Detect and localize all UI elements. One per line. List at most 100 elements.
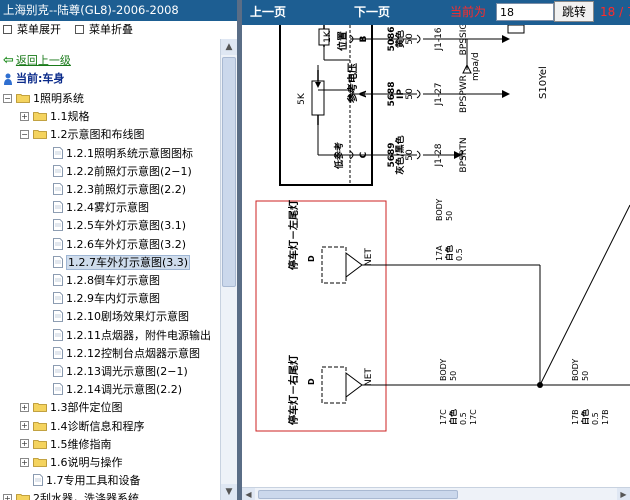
tree-item[interactable]: 1.2.4雾灯示意图 [53, 200, 149, 216]
document-icon [53, 219, 63, 232]
w17c-label-1: 17C [439, 409, 448, 425]
tree-item[interactable]: 1.2.7车外灯示意图(3.3) [53, 254, 191, 271]
expand-toggle-icon[interactable]: + [20, 457, 29, 467]
tree-item-label: 1.1规格 [50, 110, 90, 124]
tree-item[interactable]: 1.7专用工具和设备 [20, 473, 141, 489]
scroll-up-icon[interactable]: ▲ [221, 39, 237, 55]
connector-id: J1-16 [434, 27, 444, 51]
page-number-input[interactable] [496, 3, 554, 21]
tree-item[interactable]: 1.2.10剧场效果灯示意图 [53, 309, 189, 325]
scroll-left-icon[interactable]: ◀ [242, 488, 255, 500]
prev-page-link[interactable]: 上一页 [250, 5, 287, 19]
expand-toggle-icon[interactable]: + [20, 439, 29, 449]
expand-toggle-icon[interactable]: + [3, 493, 12, 500]
pin-letter: B [359, 35, 369, 42]
ref-voltage-label: 参考电压 [346, 63, 359, 103]
next-page-link[interactable]: 下一页 [354, 5, 391, 19]
jump-button[interactable]: 跳转 [554, 1, 594, 22]
tree-item[interactable]: +1.4诊断信息和程序 [20, 419, 145, 435]
menu-expand-label: 菜单展开 [17, 23, 61, 36]
wire-gauge: 50 [405, 88, 415, 100]
expand-toggle-icon[interactable]: − [20, 129, 29, 139]
net-label-2: NET [364, 368, 374, 386]
wire-color: 黄色 [394, 30, 406, 48]
signal-name: BPSPWR [459, 75, 469, 113]
tree-item[interactable]: +1.3部件定位图 [20, 400, 123, 416]
tree-item-label: 1.2.8倒车灯示意图 [66, 274, 160, 287]
folder-icon [33, 130, 47, 140]
window-title: 上海别克--陆尊(GL8)-2006-2008 [0, 0, 237, 21]
pin-letter: A [359, 90, 369, 97]
scroll-thumb[interactable] [222, 57, 236, 287]
tree-item[interactable]: 1.2.5车外灯示意图(3.1) [53, 218, 186, 234]
tree-item[interactable]: 1.2.12控制台点烟器示意图 [53, 346, 200, 362]
wire-gauge: 50 [405, 33, 415, 45]
tree-item[interactable]: 1.2.2前照灯示意图(2−1) [53, 164, 192, 180]
expand-toggle-icon[interactable]: − [3, 93, 12, 103]
back-link-label: 返回上一级 [15, 54, 71, 67]
horizontal-scroll-thumb[interactable] [258, 490, 458, 499]
document-icon [53, 237, 63, 250]
g50-label-3: 50 [581, 371, 590, 381]
tree-item[interactable]: 1.2.9车内灯示意图 [53, 291, 160, 307]
white-label-2: 白色 [448, 409, 458, 425]
signal-name: BPSSIG [459, 25, 469, 55]
scroll-right-icon[interactable]: ▶ [617, 488, 630, 500]
expand-toggle-icon[interactable]: + [20, 402, 29, 412]
g50-label-2: 50 [449, 371, 458, 381]
back-arrow-icon: ⇦ [3, 53, 14, 68]
white-label-1: 白色 [444, 245, 454, 261]
tree-item[interactable]: −1照明系统 [3, 91, 84, 107]
gauge-label-1: 0.5 [455, 248, 464, 261]
gauge-label-2: 0.5 [459, 412, 468, 425]
tree-item-label: 1.5维修指南 [50, 437, 112, 451]
menu-collapse-button[interactable]: 菜单折叠 [75, 21, 133, 39]
scroll-down-icon[interactable]: ▼ [221, 484, 237, 500]
tree-item-label: 1.2.5车外灯示意图(3.1) [66, 219, 187, 233]
tree-item[interactable]: +1.6说明与操作 [20, 455, 123, 471]
horizontal-scrollbar[interactable]: ◀ ▶ [242, 487, 630, 500]
tree-item[interactable]: 1.2.6车外灯示意图(3.2) [53, 237, 186, 253]
menu-expand-button[interactable]: 菜单展开 [3, 21, 61, 39]
tree-item[interactable]: 1.2.13调光示意图(2−1) [53, 364, 188, 380]
tree-item[interactable]: 1.2.3前照灯示意图(2.2) [53, 182, 186, 198]
tree-item[interactable]: 1.2.11点烟器，附件电源输出 [53, 328, 211, 344]
folder-icon [33, 439, 47, 449]
module-box [279, 25, 373, 186]
tree-item-label: 1.4诊断信息和程序 [50, 419, 145, 433]
lamp-right-connector [321, 366, 347, 404]
tree-item-label: 1.2.4雾灯示意图 [66, 201, 149, 215]
tree-item-label: 1.3部件定位图 [50, 401, 123, 415]
expand-toggle-icon[interactable]: + [20, 111, 29, 121]
tree-item-label: 1.2.1照明系统示意图图标 [66, 146, 193, 160]
tree-item[interactable]: 1.2.1照明系统示意图图标 [53, 146, 193, 162]
pane-divider[interactable] [237, 0, 242, 500]
position-label: 位置 [336, 31, 349, 51]
document-icon [53, 365, 63, 377]
low-ref-label: 低参考 [333, 142, 345, 170]
tree-item[interactable]: − 1.2示意图和布线图 [20, 127, 145, 143]
document-icon [53, 292, 63, 305]
expand-toggle-icon[interactable]: + [20, 421, 29, 431]
tree-item-label: 1.2.7车外灯示意图(3.3) [66, 254, 191, 270]
person-icon [4, 73, 12, 85]
vertical-scrollbar[interactable]: ▲ ▼ [220, 39, 237, 500]
w17c-label-2: 17C [469, 409, 478, 425]
wire-color: 灰色/黑色 [394, 135, 406, 174]
tree-item[interactable]: 1.2.8倒车灯示意图 [53, 273, 160, 289]
tree-item-label: 1.7专用工具和设备 [46, 474, 141, 488]
w17b-label-2: 17B [601, 409, 610, 425]
folder-icon [16, 94, 30, 103]
tree-item-label: 1.2.13调光示意图(2−1) [66, 365, 188, 378]
back-link[interactable]: ⇦返回上一级 [3, 54, 71, 68]
resistor-5k-label: 5K [297, 92, 307, 105]
document-icon [53, 146, 63, 159]
document-icon [53, 383, 63, 396]
folder-icon [16, 494, 30, 500]
tree-item[interactable]: 1.2.14调光示意图(2.2) [53, 382, 182, 398]
lamp-right-pin: D [307, 378, 316, 385]
tree-item[interactable]: +2刮水器，洗涤器系统 [3, 491, 139, 500]
tree-item-label: 1.2示意图和布线图 [50, 128, 145, 142]
tree-item[interactable]: +1.5维修指南 [20, 437, 112, 453]
tree-item[interactable]: +1.1规格 [20, 109, 90, 125]
